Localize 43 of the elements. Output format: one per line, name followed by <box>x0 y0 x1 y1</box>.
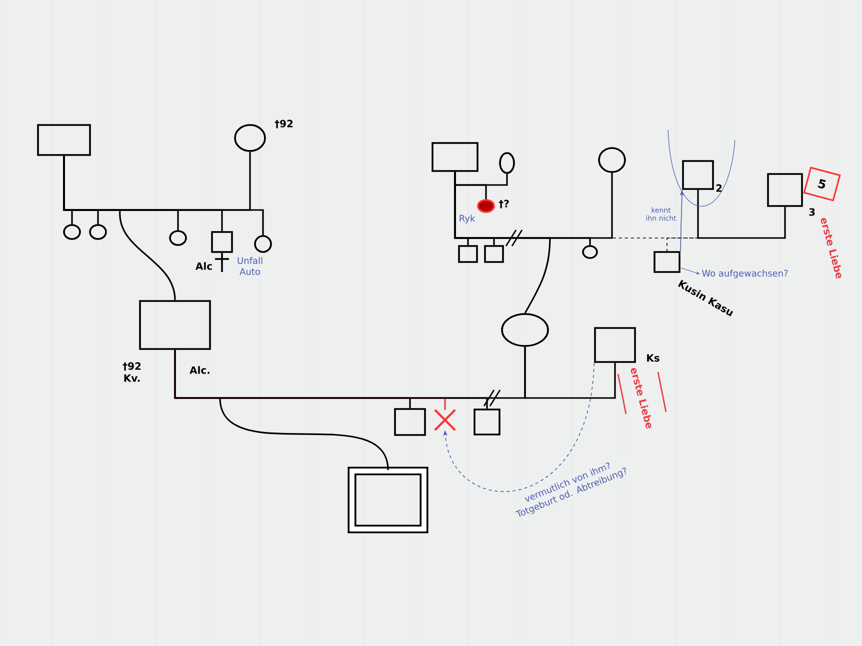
male-square <box>458 245 478 263</box>
male-square <box>654 251 680 273</box>
female-circle <box>501 313 549 347</box>
annotation: erste Liebe <box>820 218 842 279</box>
annotation: 2 <box>716 184 722 192</box>
connector-line <box>666 190 698 252</box>
female-circle <box>598 147 626 173</box>
female-circle <box>63 224 81 240</box>
annotation: 3 <box>809 208 815 216</box>
annotation: Ks <box>647 354 660 362</box>
male-square <box>211 231 233 253</box>
annotation: Unfall Auto <box>238 257 262 275</box>
annotation: Alc. <box>190 366 210 374</box>
female-circle <box>499 152 515 174</box>
male-square <box>682 160 714 190</box>
connector-line <box>454 172 591 246</box>
female-circle <box>169 230 187 246</box>
female-circle <box>89 224 107 240</box>
female-circle <box>254 235 272 253</box>
female-circle <box>234 124 266 152</box>
annotation: Alc <box>196 262 212 270</box>
arrow <box>443 362 594 492</box>
annotation: †92 <box>274 120 293 128</box>
female-circle <box>477 199 495 213</box>
male-square <box>474 408 500 436</box>
annotation: Wo aufgewachsen? <box>702 270 788 278</box>
stillbirth-cross <box>434 408 456 432</box>
male-square <box>484 245 504 263</box>
male-square <box>432 142 478 172</box>
annotation: Ryk <box>460 214 476 224</box>
annotation: erste Liebe <box>630 368 652 429</box>
male-square <box>394 408 426 436</box>
connector-line <box>524 346 616 399</box>
connector-line <box>697 190 786 239</box>
male-square <box>767 173 803 207</box>
annotation: †92 Kv. <box>122 362 141 382</box>
female-circle <box>582 245 598 259</box>
connector-line <box>63 156 264 236</box>
male-square <box>594 327 636 363</box>
male-square <box>348 466 428 534</box>
male-square <box>139 300 211 350</box>
annotation: †? <box>498 200 509 208</box>
male-square <box>37 124 91 156</box>
